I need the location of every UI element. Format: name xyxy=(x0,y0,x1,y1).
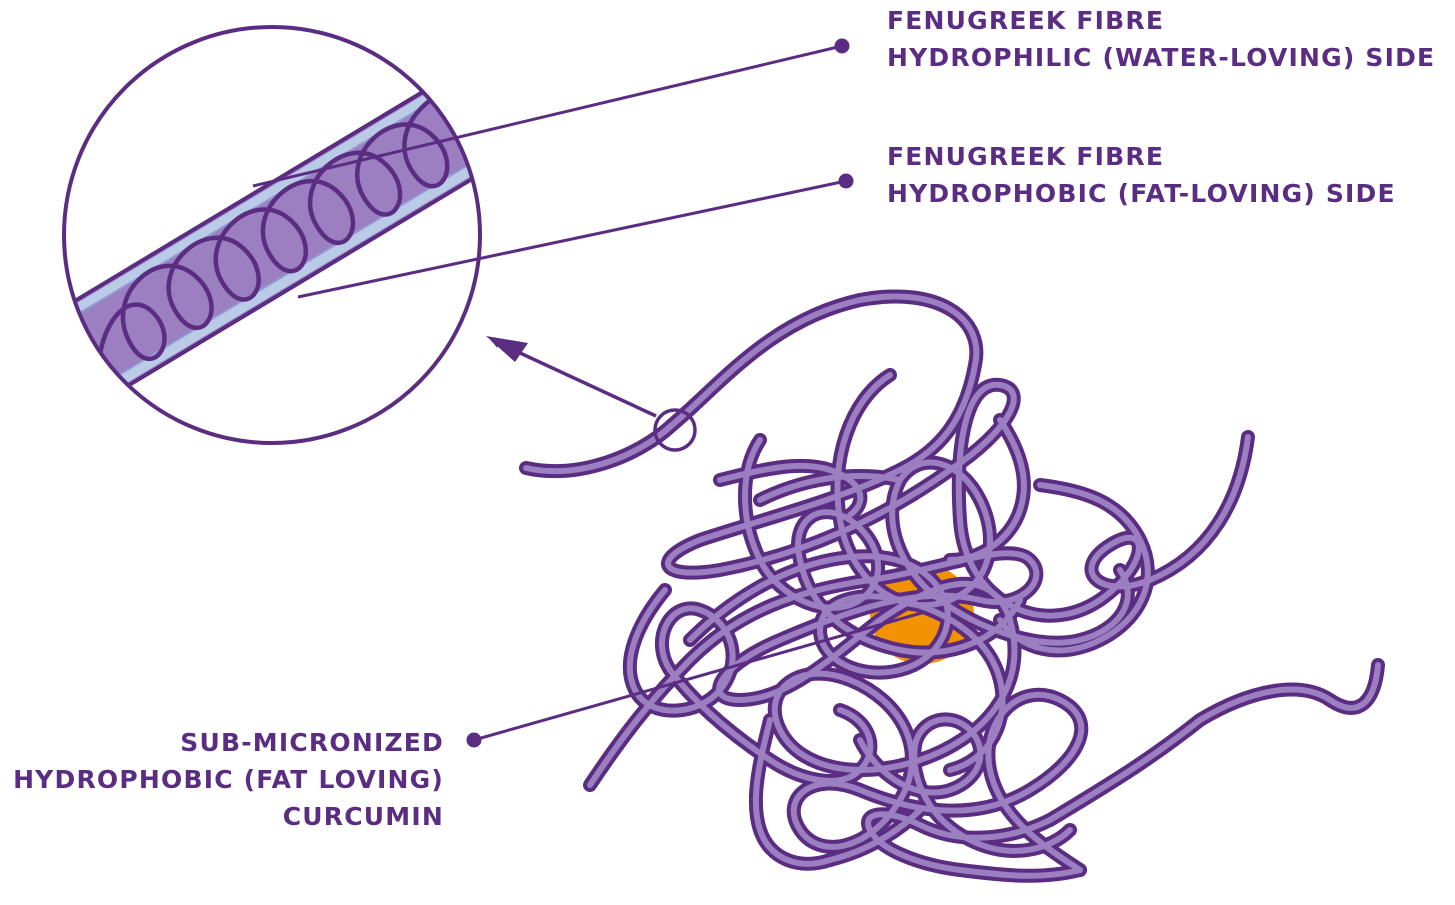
curcumin-label: SUB-MICRONIZED HYDROPHOBIC (FAT LOVING) … xyxy=(13,724,444,835)
curcumin-label-line3: CURCUMIN xyxy=(13,798,444,835)
hydrophilic-label: FENUGREEK FIBRE HYDROPHILIC (WATER-LOVIN… xyxy=(887,2,1435,76)
hydrophobic-label-line2: HYDROPHOBIC (FAT-LOVING) SIDE xyxy=(887,175,1396,212)
fibre-tangle xyxy=(526,296,1378,875)
hydrophilic-leader-dot xyxy=(835,39,850,54)
hydrophobic-label-line1: FENUGREEK FIBRE xyxy=(887,138,1396,175)
hydrophilic-label-line2: HYDROPHILIC (WATER-LOVING) SIDE xyxy=(887,39,1435,76)
curcumin-leader-dot xyxy=(467,733,482,748)
hydrophilic-label-line1: FENUGREEK FIBRE xyxy=(887,2,1435,39)
hydrophobic-leader-dot xyxy=(839,174,854,189)
curcumin-label-line1: SUB-MICRONIZED xyxy=(13,724,444,761)
curcumin-label-line2: HYDROPHOBIC (FAT LOVING) xyxy=(13,761,444,798)
hydrophobic-label: FENUGREEK FIBRE HYDROPHOBIC (FAT-LOVING)… xyxy=(887,138,1396,212)
zoom-circle xyxy=(33,27,522,443)
zoom-arrow-head xyxy=(486,336,528,362)
